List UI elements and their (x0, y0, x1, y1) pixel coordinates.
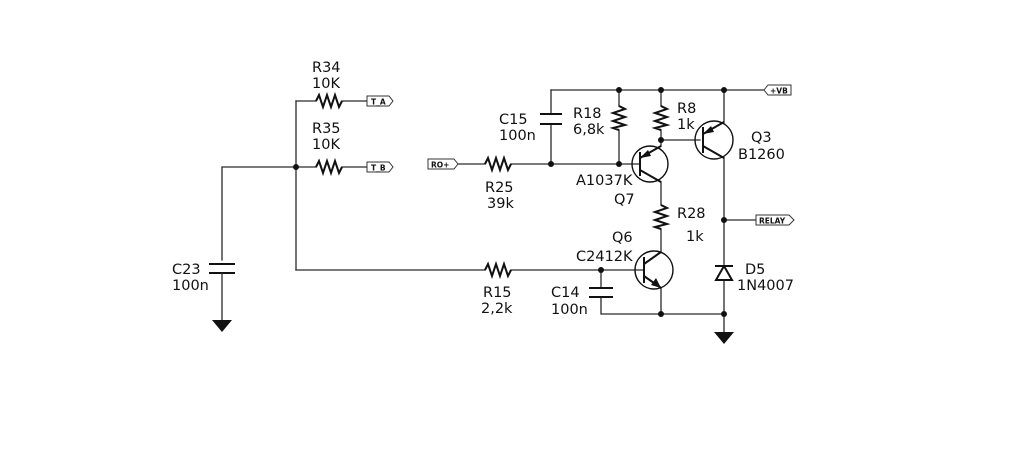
junction-dot (616, 161, 622, 167)
resistor-r34-symbol (315, 91, 343, 111)
ground-icon (212, 320, 232, 332)
r18-value: 6,8k (573, 122, 605, 138)
wire-c23-top (221, 166, 297, 261)
resistor-r28-symbol (651, 204, 671, 230)
port-t-b-label: T_B (371, 164, 386, 173)
capacitor-c23-symbol (209, 263, 235, 321)
junctions (293, 87, 727, 317)
wires (221, 89, 765, 333)
resistor-r15-symbol (484, 260, 512, 280)
d5-value: 1N4007 (737, 278, 794, 294)
q3-value: B1260 (738, 147, 785, 163)
c15-ref: C15 (499, 112, 528, 128)
r18-ref: R18 (573, 106, 602, 122)
port-t-b: T_B (366, 161, 394, 173)
r25-ref: R25 (485, 180, 514, 196)
c15-value: 100n (499, 128, 536, 144)
junction-dot (721, 311, 727, 317)
resistor-r8-symbol (651, 105, 671, 131)
transistor-q3-symbol (694, 120, 734, 160)
d5-ref: D5 (745, 262, 765, 278)
resistor-r35-symbol (315, 157, 343, 177)
junction-dot (658, 87, 664, 93)
c14-value: 100n (551, 302, 588, 318)
port-vb-plus-label: +VB (770, 87, 788, 96)
c23-ref: C23 (172, 262, 201, 278)
q6-value: C2412K (576, 249, 633, 265)
junction-dot (658, 137, 664, 143)
junction-dot (616, 87, 622, 93)
wire-c14-bottom (600, 296, 725, 315)
port-t-a-label: T_A (371, 98, 386, 107)
r25-value: 39k (487, 196, 514, 212)
transistor-q6-symbol (634, 250, 674, 290)
capacitor-c15-symbol (540, 113, 562, 125)
r8-ref: R8 (677, 101, 696, 117)
junction-dot (721, 87, 727, 93)
r8-value: 1k (677, 117, 695, 133)
ground-icon (714, 332, 734, 344)
port-vb-plus: +VB (763, 84, 792, 96)
junction-dot (548, 161, 554, 167)
r35-value: 10K (312, 137, 340, 153)
port-ro-plus: RO+ (427, 158, 459, 170)
r15-value: 2,2k (481, 301, 513, 317)
r35-ref: R35 (312, 121, 341, 137)
r34-value: 10K (312, 76, 340, 92)
port-ro-plus-label: RO+ (431, 161, 449, 170)
junction-dot (598, 267, 604, 273)
q7-ref: Q7 (614, 192, 635, 208)
r34-ref: R34 (312, 60, 341, 76)
port-t-a: T_A (366, 95, 394, 107)
c23-value: 100n (172, 278, 209, 294)
r15-ref: R15 (483, 285, 512, 301)
q7-value: A1037K (576, 173, 633, 189)
r28-value: 1k (686, 229, 704, 245)
junction-dot (293, 164, 299, 170)
diode-d5-symbol (714, 263, 734, 281)
c14-ref: C14 (551, 285, 580, 301)
port-relay: RELAY (755, 214, 795, 226)
junction-dot (721, 217, 727, 223)
q3-ref: Q3 (751, 130, 772, 146)
resistor-r25-symbol (484, 154, 512, 174)
junction-dot (658, 311, 664, 317)
transistor-q7-symbol (631, 145, 669, 183)
r28-ref: R28 (677, 206, 706, 222)
resistor-r18-symbol (609, 105, 629, 131)
port-relay-label: RELAY (759, 217, 786, 226)
q6-ref: Q6 (612, 230, 633, 246)
capacitor-c14-symbol (589, 287, 613, 298)
